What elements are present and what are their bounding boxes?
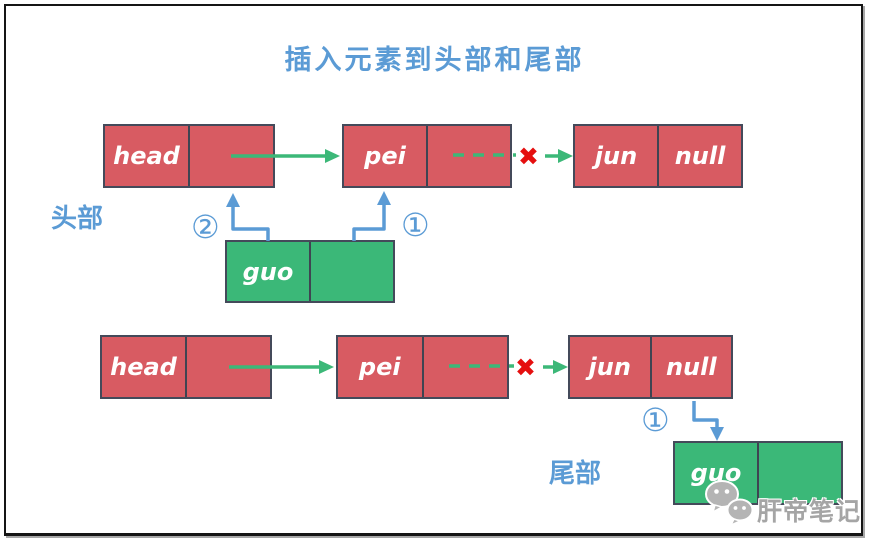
top-head-data-cell: head [105, 126, 188, 186]
top-jun-pointer-cell: null [657, 126, 741, 186]
wechat-icon [705, 480, 754, 527]
top-jun-data-cell: jun [575, 126, 657, 186]
bottom-head-pointer-cell [185, 337, 270, 397]
bottom-pei-data-cell: pei [338, 337, 422, 397]
watermark-text: 肝帝笔记 [757, 499, 862, 526]
broken-link-cross-icon: ✖ [515, 353, 536, 382]
top-guo-new-node: guo [225, 240, 395, 303]
bottom-jun-data-cell: jun [570, 337, 650, 397]
node-label: head [110, 353, 177, 381]
bottom-pei-node: pei [336, 335, 509, 399]
top-head-node: head [103, 124, 275, 188]
bottom-guo-data-cell: guo [675, 443, 757, 503]
bottom-head-node: head [100, 335, 272, 399]
top-pei-pointer-cell [426, 126, 510, 186]
head-section-label: 头部 [51, 204, 104, 233]
tail-section-label: 尾部 [549, 459, 602, 488]
bottom-jun-pointer-cell: null [649, 337, 731, 397]
diagram-title: 插入元素到头部和尾部 [284, 45, 585, 75]
node-label: guo [242, 257, 294, 286]
top-guo-pointer-cell [309, 242, 393, 301]
broken-link-cross-icon: ✖ [518, 142, 539, 171]
node-label: jun [594, 142, 638, 170]
bottom-jun-to-guo-elbow-arrow [692, 401, 724, 441]
top-pei-node: pei [342, 124, 512, 188]
top-pei-data-cell: pei [344, 126, 426, 186]
node-label: jun [588, 353, 631, 381]
bottom-jun-node: jun null [568, 335, 733, 399]
node-label: head [113, 142, 180, 170]
bottom-head-data-cell: head [102, 337, 185, 397]
top-head-pointer-cell [188, 126, 273, 186]
top-guo-to-head-elbow-arrow [226, 193, 270, 241]
top-guo-data-cell: guo [227, 242, 309, 301]
top-jun-node: jun null [573, 124, 743, 188]
watermark: 肝帝笔记 [703, 478, 861, 528]
node-label: null [674, 142, 726, 170]
bottom-guo-new-node: guo [673, 441, 843, 505]
step-2-badge: ② [191, 208, 220, 246]
bottom-pei-pointer-cell [421, 337, 507, 397]
step-1-badge-tail: ① [641, 401, 670, 439]
node-label: pei [364, 142, 406, 170]
step-1-badge: ① [401, 206, 430, 244]
node-label: pei [358, 353, 401, 381]
top-guo-to-pei-elbow-arrow [352, 191, 391, 241]
node-label: null [665, 353, 717, 381]
bottom-guo-pointer-cell [757, 443, 841, 503]
